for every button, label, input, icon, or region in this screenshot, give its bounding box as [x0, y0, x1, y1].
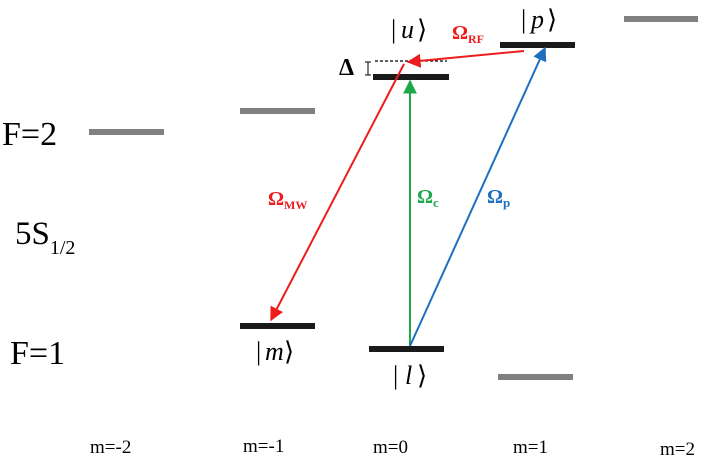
- svg-text:|: |: [521, 5, 526, 34]
- m-label: m=0: [373, 437, 408, 458]
- coupling-rf-arrow: [406, 50, 525, 68]
- m-label: m=-2: [90, 437, 131, 458]
- svg-text:⟩: ⟩: [417, 15, 427, 44]
- f1-label: F=1: [10, 335, 65, 372]
- term-symbol: 5S1/2: [15, 216, 75, 259]
- detuning-label: Δ: [339, 55, 354, 81]
- detuning-bracket: [365, 61, 371, 76]
- ket-m: | m ⟩: [256, 337, 294, 366]
- svg-text:⟩: ⟩: [284, 337, 294, 366]
- ket-p-label: p: [529, 5, 544, 34]
- m-label: m=-1: [243, 436, 284, 457]
- level-p: [500, 42, 575, 48]
- level-f2-m2: [624, 16, 698, 22]
- level-u: [373, 74, 449, 80]
- omega-c-label: Ωc: [417, 186, 439, 210]
- svg-text:|: |: [256, 337, 261, 366]
- level-l: [369, 346, 444, 352]
- m-label: m=1: [513, 437, 548, 458]
- level-m: [240, 323, 315, 329]
- term-main: 5S: [15, 216, 50, 252]
- svg-text:⟩: ⟩: [547, 5, 557, 34]
- omega-p-label: Ωp: [487, 186, 510, 210]
- f2-label: F=2: [2, 116, 57, 153]
- ket-l: | l ⟩: [393, 361, 427, 390]
- ket-u-label: u: [401, 15, 414, 44]
- level-f2-m-2: [89, 129, 164, 135]
- svg-text:⟩: ⟩: [417, 361, 427, 390]
- m-label: m=2: [660, 439, 695, 460]
- svg-text:|: |: [393, 361, 398, 390]
- svg-text:|: |: [391, 15, 396, 44]
- ket-u: | u ⟩: [391, 15, 427, 44]
- term-subscript: 1/2: [50, 237, 76, 259]
- ket-m-label: m: [265, 337, 284, 366]
- ket-l-label: l: [405, 361, 412, 390]
- ket-p: | p ⟩: [521, 5, 557, 34]
- level-f1-m1: [498, 374, 573, 380]
- coupling-mw-arrow: [270, 63, 405, 322]
- omega-mw-label: ΩMW: [268, 188, 307, 212]
- omega-rf-label: ΩRF: [452, 22, 484, 46]
- coupling-p-arrow: [409, 46, 547, 347]
- level-f2-m-1: [240, 108, 315, 114]
